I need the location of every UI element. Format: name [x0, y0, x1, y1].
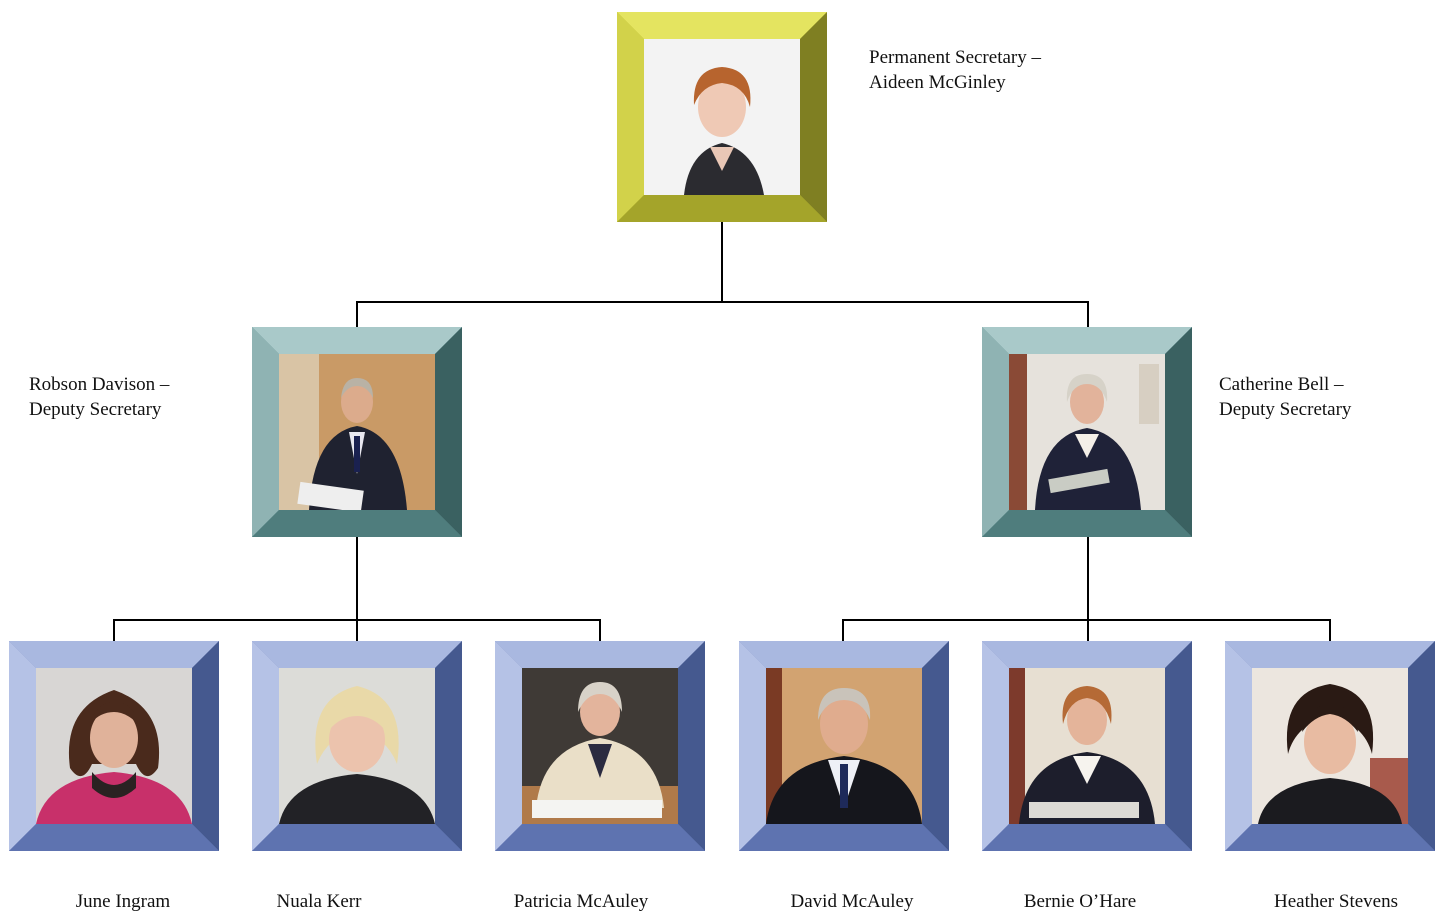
portrait-photo: [766, 668, 922, 824]
portrait-photo: [644, 39, 800, 195]
deputy-title-right: Deputy Secretary: [1219, 399, 1352, 420]
deputy-secretary-node-right: [982, 327, 1192, 537]
connector-left-horizontal: [113, 619, 601, 621]
permanent-secretary-node: [617, 12, 827, 222]
director-node-1: [9, 641, 219, 851]
permanent-secretary-title: Permanent Secretary –: [869, 47, 1041, 68]
connector-right-drop: [1087, 301, 1089, 328]
portrait-photo: [522, 668, 678, 824]
director-name-3: Patricia McAuley: [513, 891, 649, 912]
connector-drop-1: [113, 619, 115, 642]
connector-top-vertical: [721, 221, 723, 303]
connector-left-vertical: [356, 536, 358, 642]
director-node-4: [739, 641, 949, 851]
director-node-3: [495, 641, 705, 851]
director-node-5: [982, 641, 1192, 851]
director-name-5: Bernie O’Hare: [1023, 891, 1137, 912]
portrait-photo: [279, 668, 435, 824]
deputy-name-left: Robson Davison –: [29, 374, 170, 395]
director-name-2: Nuala Kerr: [276, 891, 362, 912]
deputy-secretary-node-left: [252, 327, 462, 537]
director-name-4: David McAuley: [790, 891, 914, 912]
director-name-1: June Ingram: [75, 891, 171, 912]
connector-top-horizontal: [356, 301, 1089, 303]
permanent-secretary-caption: Permanent Secretary – Aideen McGinley: [869, 45, 1041, 95]
permanent-secretary-name: Aideen McGinley: [869, 72, 1006, 93]
connector-drop-3: [599, 619, 601, 642]
connector-right-vertical: [1087, 536, 1089, 642]
portrait-photo: [1009, 354, 1165, 510]
portrait-photo: [1009, 668, 1165, 824]
connector-drop-4: [842, 619, 844, 642]
connector-left-drop: [356, 301, 358, 328]
deputy-caption-right: Catherine Bell – Deputy Secretary: [1219, 372, 1351, 422]
director-node-2: [252, 641, 462, 851]
deputy-name-right: Catherine Bell –: [1219, 374, 1344, 395]
portrait-photo: [279, 354, 435, 510]
deputy-title-left: Deputy Secretary: [29, 399, 162, 420]
portrait-photo: [1252, 668, 1408, 824]
director-node-6: [1225, 641, 1435, 851]
deputy-caption-left: Robson Davison – Deputy Secretary: [29, 372, 169, 422]
portrait-photo: [36, 668, 192, 824]
connector-drop-6: [1329, 619, 1331, 642]
connector-right-horizontal: [842, 619, 1331, 621]
director-name-6: Heather Stevens: [1274, 891, 1398, 912]
